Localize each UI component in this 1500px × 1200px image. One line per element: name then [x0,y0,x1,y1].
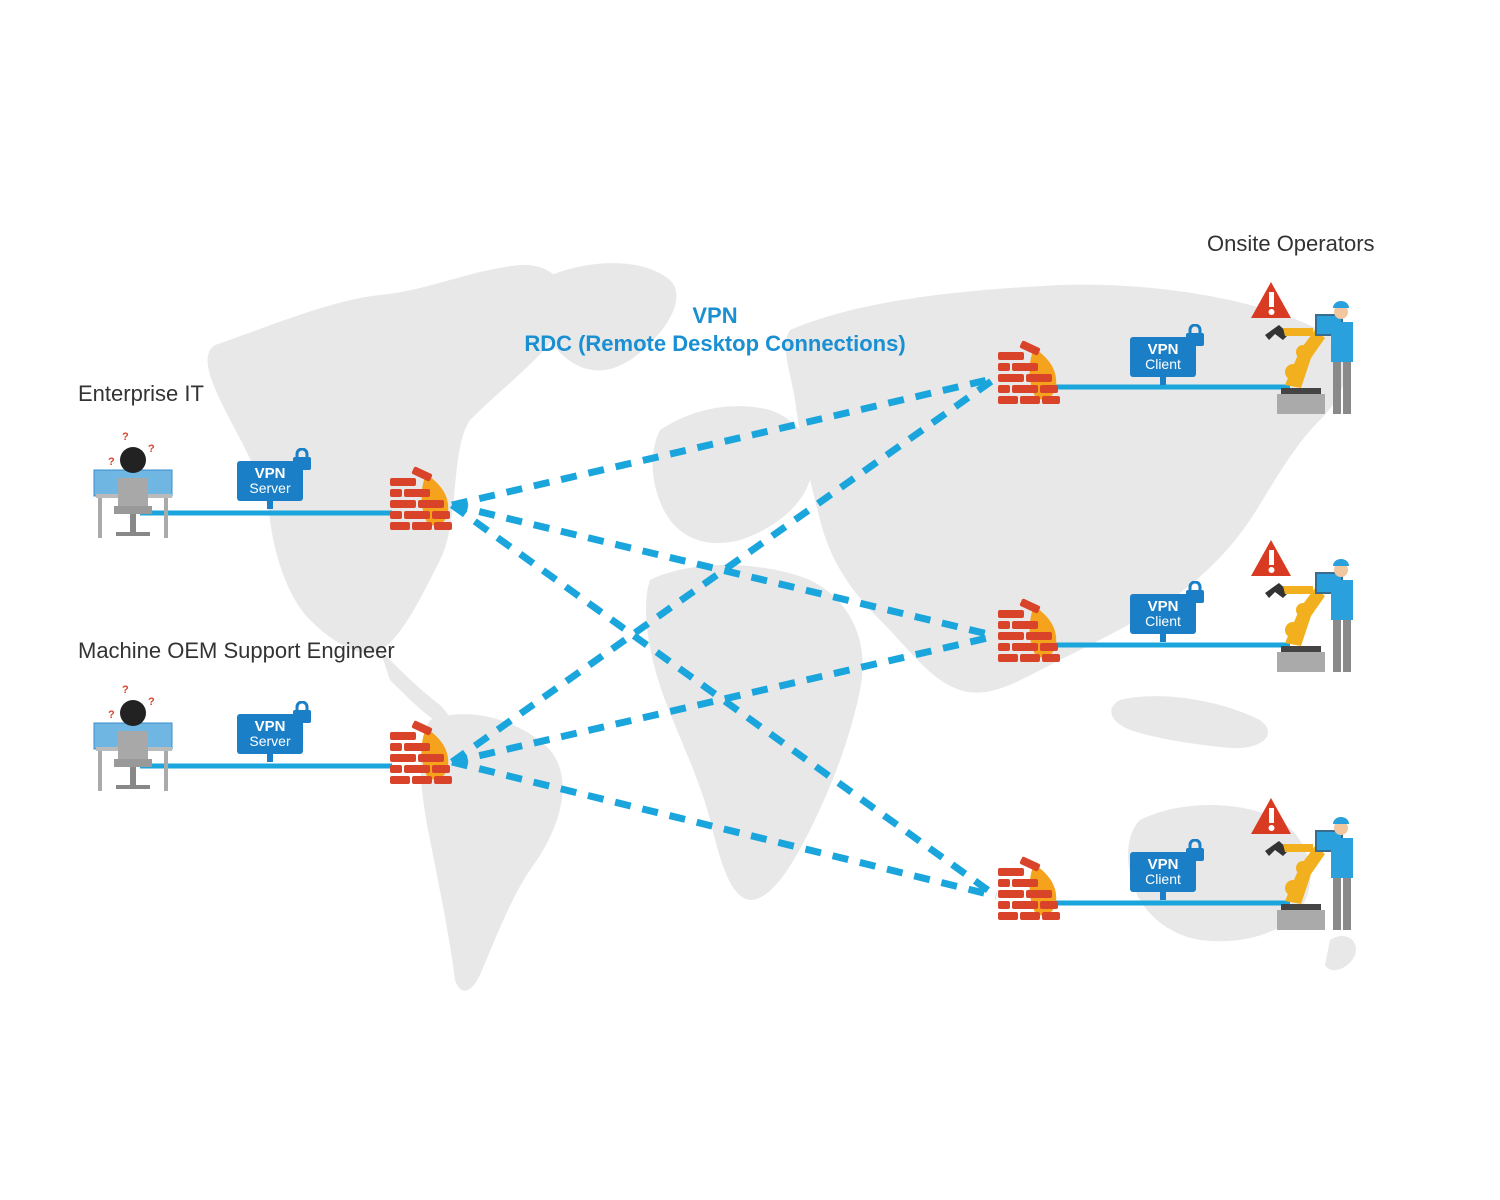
operator-robot-station [1245,538,1360,683]
svg-text:?: ? [148,443,155,455]
operator-robot-station [1245,796,1360,941]
operator-icon [1315,817,1353,930]
svg-text:?: ? [148,696,155,708]
right-firewall-icon [996,596,1062,669]
vpn-role-label: Client [1145,613,1181,629]
vpn-label: VPN [1147,856,1179,873]
vpn-label: VPN [1147,341,1179,358]
vpn-label: VPN [254,718,286,735]
label-enterprise-it: Enterprise IT [78,381,204,406]
engineer-workstation-icon: ??? [93,684,173,791]
robot-arm-icon [1265,583,1325,646]
map-se-asia [1111,696,1269,749]
map-south-america [420,714,563,991]
robot-arm-icon [1265,325,1325,388]
left-firewall-icon [388,464,454,537]
vpn-role-label: Server [249,480,291,496]
rdc-connection-line [451,632,997,766]
map-new-zealand [1325,935,1356,971]
map-australia [1128,805,1311,942]
rdc-connection-line [451,501,997,640]
vpn-stand [1160,892,1166,900]
lock-icon [293,448,311,470]
vpn-role-label: Client [1145,356,1181,372]
svg-text:?: ? [122,684,129,696]
svg-text:?: ? [108,456,115,468]
lock-icon [1186,581,1204,603]
map-africa [645,565,863,900]
vpn-stand [1160,634,1166,642]
left-firewall-icon [388,718,454,791]
warning-triangle-icon [1251,540,1291,576]
map-central-america [380,650,452,730]
rdc-connection-line [451,374,997,509]
operator-icon [1315,559,1353,672]
warning-triangle-icon [1251,282,1291,318]
lock-icon [293,701,311,723]
diagram-title: VPN RDC (Remote Desktop Connections) [465,302,965,358]
label-oem-engineer: Machine OEM Support Engineer [78,638,395,663]
operator-icon [1315,301,1353,414]
lock-icon [1186,839,1204,861]
vpn-role-label: Server [249,733,291,749]
vpn-label: VPN [254,465,286,482]
lock-icon [1186,324,1204,346]
right-firewall-icon [996,338,1062,411]
robot-arm-icon [1265,841,1325,904]
vpn-label: VPN [1147,598,1179,615]
map-europe [652,406,813,544]
label-onsite-operators: Onsite Operators [1207,231,1375,256]
vpn-stand [267,754,273,762]
title-vpn: VPN [692,303,738,328]
operator-robot-station [1245,280,1360,425]
right-firewall-icon [996,854,1062,927]
svg-text:?: ? [122,431,129,443]
warning-triangle-icon [1251,798,1291,834]
vpn-role-label: Client [1145,871,1181,887]
map-north-america [207,264,568,653]
vpn-stand [1160,377,1166,385]
svg-text:?: ? [108,709,115,721]
map-greenland [532,263,677,371]
vpn-stand [267,501,273,509]
engineer-workstation-icon: ??? [93,431,173,538]
rdc-connection-line [451,758,997,900]
title-rdc: RDC (Remote Desktop Connections) [524,331,906,356]
